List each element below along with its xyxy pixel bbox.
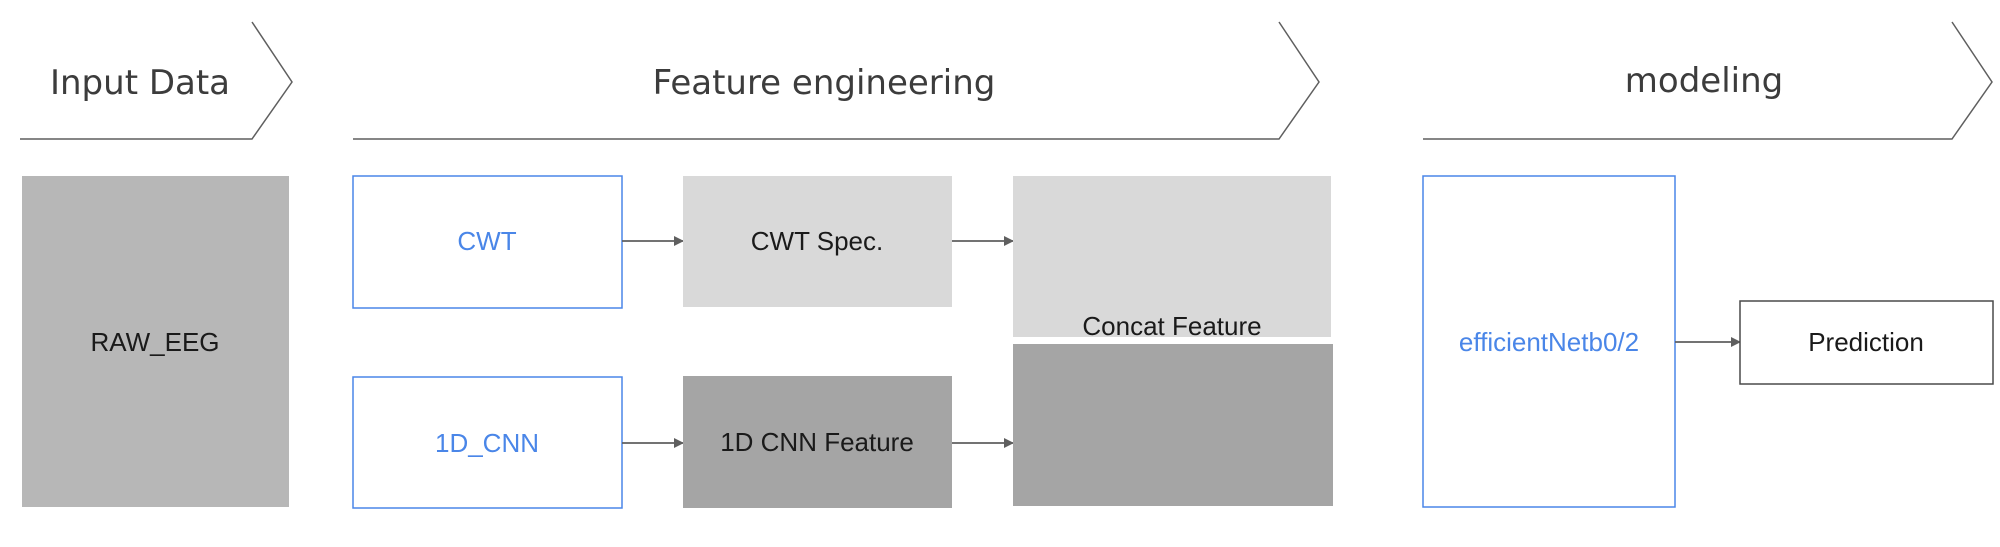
- raw-eeg-label: RAW_EEG: [90, 327, 219, 357]
- stage-input-title: Input Data: [50, 63, 230, 103]
- cnn-feature-box: 1D CNN Feature: [683, 376, 952, 508]
- stage-features-title: Feature engineering: [653, 63, 996, 103]
- chevron-outline: [1423, 21, 1993, 140]
- concat-bottom-block: [1013, 344, 1333, 506]
- cwt-box: CWT: [352, 175, 623, 309]
- concat-feature-box: Concat Feature: [1013, 176, 1333, 506]
- concat-label: Concat Feature: [1082, 311, 1261, 341]
- model-label: efficientNetb0/2: [1459, 327, 1639, 357]
- cwt-spec-box: CWT Spec.: [683, 176, 952, 307]
- cnn-1d-label: 1D_CNN: [435, 428, 539, 458]
- concat-top-block: [1013, 176, 1331, 337]
- raw-eeg-box: RAW_EEG: [22, 176, 289, 507]
- model-box: efficientNetb0/2: [1422, 175, 1676, 508]
- stage-modeling-title: modeling: [1625, 61, 1783, 101]
- stage-modeling-header: modeling: [1423, 21, 1993, 140]
- cwt-label: CWT: [457, 226, 516, 256]
- stage-input-header: Input Data: [20, 21, 293, 140]
- prediction-box: Prediction: [1739, 300, 1994, 385]
- cwt-spec-label: CWT Spec.: [751, 226, 883, 256]
- stage-features-header: Feature engineering: [353, 21, 1320, 140]
- prediction-label: Prediction: [1808, 327, 1924, 357]
- cnn-1d-box: 1D_CNN: [352, 376, 623, 509]
- chevron-outline: [20, 21, 293, 140]
- chevron-outline: [353, 21, 1320, 140]
- cnn-feature-label: 1D CNN Feature: [720, 427, 914, 457]
